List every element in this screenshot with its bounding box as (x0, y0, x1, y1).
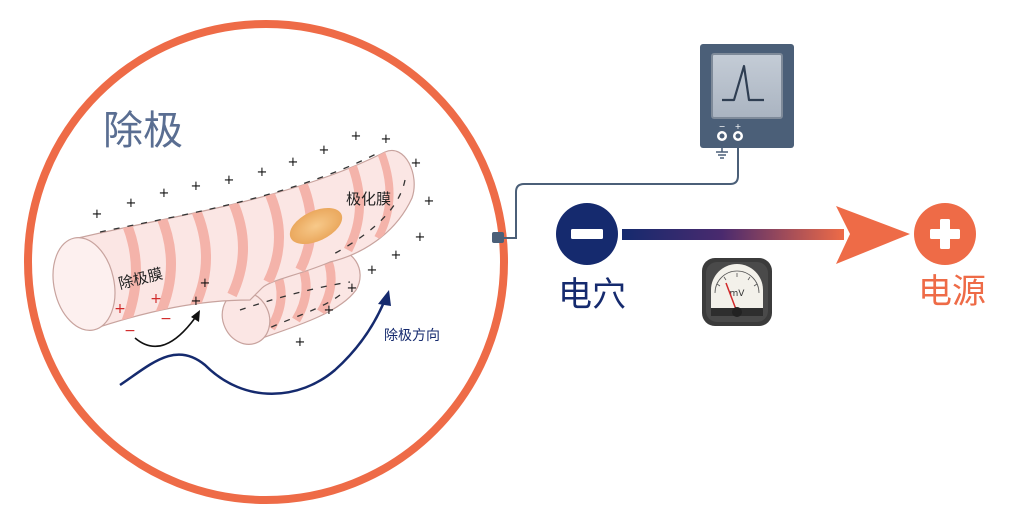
current-sink-label: 电穴 (558, 275, 626, 315)
label-depolarization-direction: 除极方向 (384, 328, 440, 344)
plus-icon (914, 203, 976, 265)
diagram-title: 除极 (103, 108, 183, 154)
positive-charge-sign: + (200, 276, 211, 291)
local-current-arrow (134, 317, 196, 348)
positive-charge-sign: + (126, 196, 137, 211)
positive-charge-sign: + (288, 155, 299, 170)
millivolt-meter-icon: mV (702, 258, 772, 326)
reversed-charge-sign: + (150, 291, 162, 307)
nerve-fiber (52, 149, 415, 345)
positive-charge-sign: + (351, 129, 362, 144)
lead-connector (492, 232, 504, 243)
positive-charge-sign: + (257, 165, 268, 180)
positive-charge-sign: + (381, 132, 392, 147)
current-arrow-head (836, 206, 910, 264)
depolarization-wave (119, 301, 386, 395)
zoom-circle (24, 20, 508, 504)
positive-charge-sign: + (391, 248, 402, 263)
positive-charge-sign: + (424, 194, 435, 209)
positive-charge-sign: + (224, 173, 235, 188)
instrument-marking: + (735, 122, 742, 131)
lead-wire (504, 148, 739, 239)
positive-charge-sign: + (367, 263, 378, 278)
label-polarized-membrane: 极化膜 (346, 190, 391, 208)
positive-charge-sign: + (411, 156, 422, 171)
reversed-charge-sign: − (124, 323, 136, 339)
reversed-charge-sign: + (114, 301, 126, 317)
oscilloscope-icon: − + (700, 44, 794, 159)
positive-charge-sign: + (295, 335, 306, 350)
reversed-charge-sign: − (160, 311, 172, 327)
positive-charges: + + + + + + + + + + + + + + + + + + + + (92, 129, 435, 350)
positive-charge-sign: + (415, 230, 426, 245)
polarized-patch (289, 207, 343, 245)
depolarization-wave-head (378, 290, 391, 306)
positive-charge-sign: + (92, 207, 103, 222)
reversed-charges: + + − − (114, 291, 172, 339)
positive-charge-sign: + (324, 303, 335, 318)
minus-icon (556, 203, 618, 265)
positive-charge-sign: + (191, 179, 202, 194)
local-current-arrowhead (191, 310, 200, 322)
positive-charge-sign: + (191, 294, 202, 309)
current-arrow-shaft (622, 229, 844, 240)
positive-charge-sign: + (319, 143, 330, 158)
instrument-marking: − (719, 122, 726, 131)
instrument-marking: mV (730, 289, 746, 299)
current-source-label: 电源 (918, 272, 986, 312)
positive-charge-sign: + (347, 281, 358, 296)
positive-charge-sign: + (159, 186, 170, 201)
